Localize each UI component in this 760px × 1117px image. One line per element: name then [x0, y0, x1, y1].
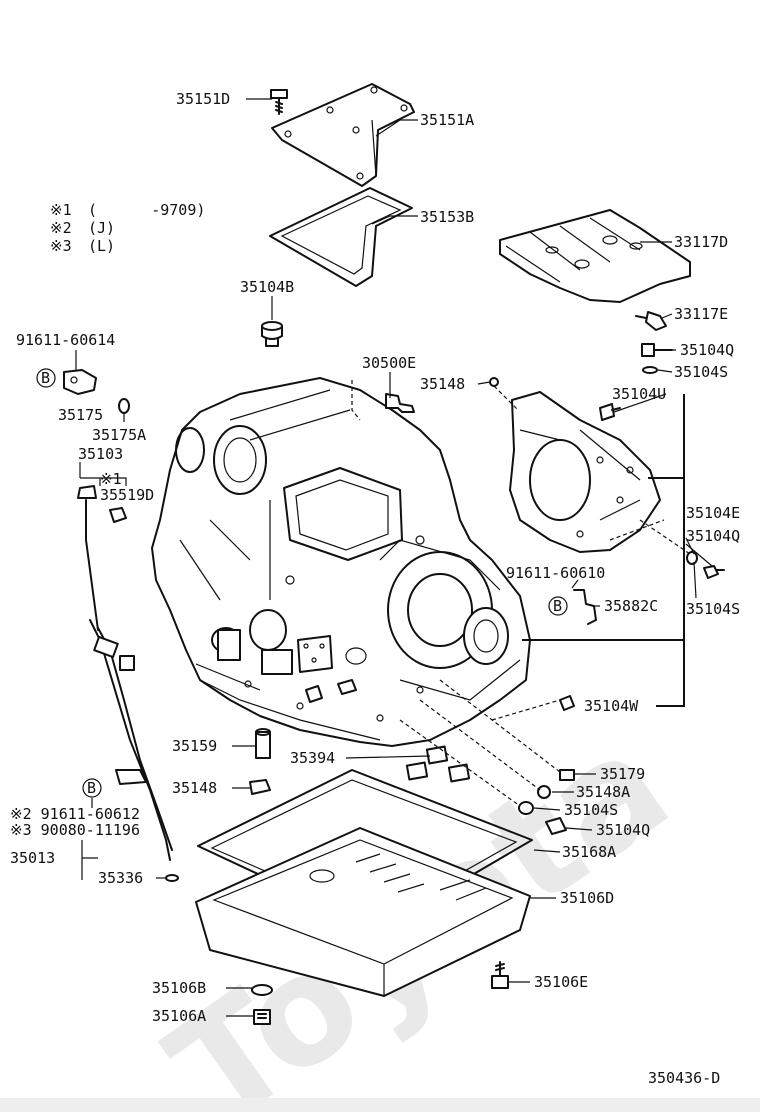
- plug-35179: [559, 769, 575, 781]
- label-35179: 35179: [600, 765, 645, 783]
- note-1-text: ( -9709): [88, 201, 205, 219]
- seal-35519D: [109, 507, 127, 523]
- bolt-35104Q-low: [545, 817, 567, 835]
- label-35175A: 35175A: [92, 426, 146, 444]
- label-35151D: 35151D: [176, 90, 230, 108]
- applicability-notes: ※1 ( -9709) ※2 (J) ※3 (L): [50, 201, 205, 255]
- gasket-35106B: [251, 984, 273, 996]
- label-35394: 35394: [290, 749, 335, 767]
- label-35104Q-top: 35104Q: [680, 341, 734, 359]
- cover-gasket: [269, 187, 413, 287]
- svg-text:B: B: [87, 779, 96, 797]
- bolt-35104U: [599, 403, 621, 421]
- label-35104E: 35104E: [686, 504, 740, 522]
- note-3-text: (L): [88, 237, 115, 255]
- label-35106D: 35106D: [560, 889, 614, 907]
- filter-screens-35394: [405, 745, 471, 783]
- label-35519D-mark: ※1: [100, 470, 122, 488]
- sensor-35175: [63, 369, 97, 395]
- note-2-mark: ※2: [50, 219, 72, 237]
- leader-lines: [75, 98, 713, 1017]
- transaxle-case: [151, 377, 531, 747]
- bolt-marker-b-3: B: [82, 778, 102, 798]
- bolt-33117E: [635, 311, 667, 331]
- part-number-labels: 35151D 35151A 35153B 35104B 33117D 33117…: [10, 90, 740, 1087]
- oring-35104S-low: [518, 801, 534, 815]
- label-35148-top: 35148: [420, 375, 465, 393]
- label-35104Q-low: 35104Q: [596, 821, 650, 839]
- note-3-mark: ※3: [50, 237, 72, 255]
- oring-35336: [165, 874, 179, 882]
- label-91611-60610: 91611-60610: [506, 564, 605, 582]
- label-35013: 35013: [10, 849, 55, 867]
- pin-35159: [255, 728, 271, 759]
- bolt-35151D: [270, 89, 288, 115]
- note-1-mark: ※1: [50, 201, 72, 219]
- label-35104S-top: 35104S: [674, 363, 728, 381]
- oil-pan: [195, 827, 531, 997]
- label-35104S-mid: 35104S: [686, 600, 740, 618]
- label-35151A: 35151A: [420, 111, 474, 129]
- label-33117D: 33117D: [674, 233, 728, 251]
- label-35104W: 35104W: [584, 697, 639, 715]
- bolt-35104Q-mid: [703, 565, 725, 579]
- label-35103: 35103: [78, 445, 123, 463]
- plug-35104W: [559, 695, 575, 711]
- oring-35175A: [118, 398, 130, 414]
- label-35106E: 35106E: [534, 973, 588, 991]
- dipstick-and-tube: [77, 485, 173, 861]
- label-91611-60612: ※2 91611-60612: [10, 805, 140, 823]
- bolt-marker-b-2: B: [548, 596, 568, 616]
- bottom-strip: [0, 1098, 760, 1112]
- label-35175: 35175: [58, 406, 103, 424]
- label-35148-lower: 35148: [172, 779, 217, 797]
- dashed-guides: [351, 380, 691, 807]
- label-90080-11196: ※3 90080-11196: [10, 821, 140, 839]
- label-35104U: 35104U: [612, 385, 666, 403]
- label-35104Q-mid: 35104Q: [686, 527, 740, 545]
- note-2-text: (J): [88, 219, 115, 237]
- plug-35148-top: [489, 377, 499, 387]
- label-35104S-low: 35104S: [564, 801, 618, 819]
- plug-35148A: [537, 785, 551, 799]
- label-35148A: 35148A: [576, 783, 630, 801]
- label-35106A: 35106A: [152, 1007, 206, 1025]
- oring-35104S-top: [642, 366, 658, 374]
- valve-body-cover: [271, 83, 415, 187]
- label-30500E: 30500E: [362, 354, 416, 372]
- bolt-marker-b-1: B: [36, 368, 56, 388]
- label-35336: 35336: [98, 869, 143, 887]
- diagram-id: 350436-D: [648, 1069, 720, 1087]
- transfer-case: [509, 391, 661, 553]
- label-35106B: 35106B: [152, 979, 206, 997]
- washer-35148-lower: [249, 779, 271, 795]
- svg-text:B: B: [553, 597, 562, 615]
- label-35153B: 35153B: [420, 208, 474, 226]
- oring-35104S-mid: [686, 551, 698, 565]
- plug-35104B: [261, 321, 283, 347]
- label-35104B: 35104B: [240, 278, 294, 296]
- drain-plug-35106A: [253, 1009, 271, 1025]
- label-33117E: 33117E: [674, 305, 728, 323]
- svg-text:B: B: [41, 369, 50, 387]
- label-35882C: 35882C: [604, 597, 658, 615]
- label-35159: 35159: [172, 737, 217, 755]
- bracket-35882C: [573, 589, 597, 625]
- heat-insulator: [499, 209, 691, 303]
- label-35519D: 35519D: [100, 486, 154, 504]
- bolt-30500E: [385, 393, 415, 413]
- label-35168A: 35168A: [562, 843, 616, 861]
- label-91611-60614: 91611-60614: [16, 331, 115, 349]
- bolt-35106E: [491, 961, 509, 989]
